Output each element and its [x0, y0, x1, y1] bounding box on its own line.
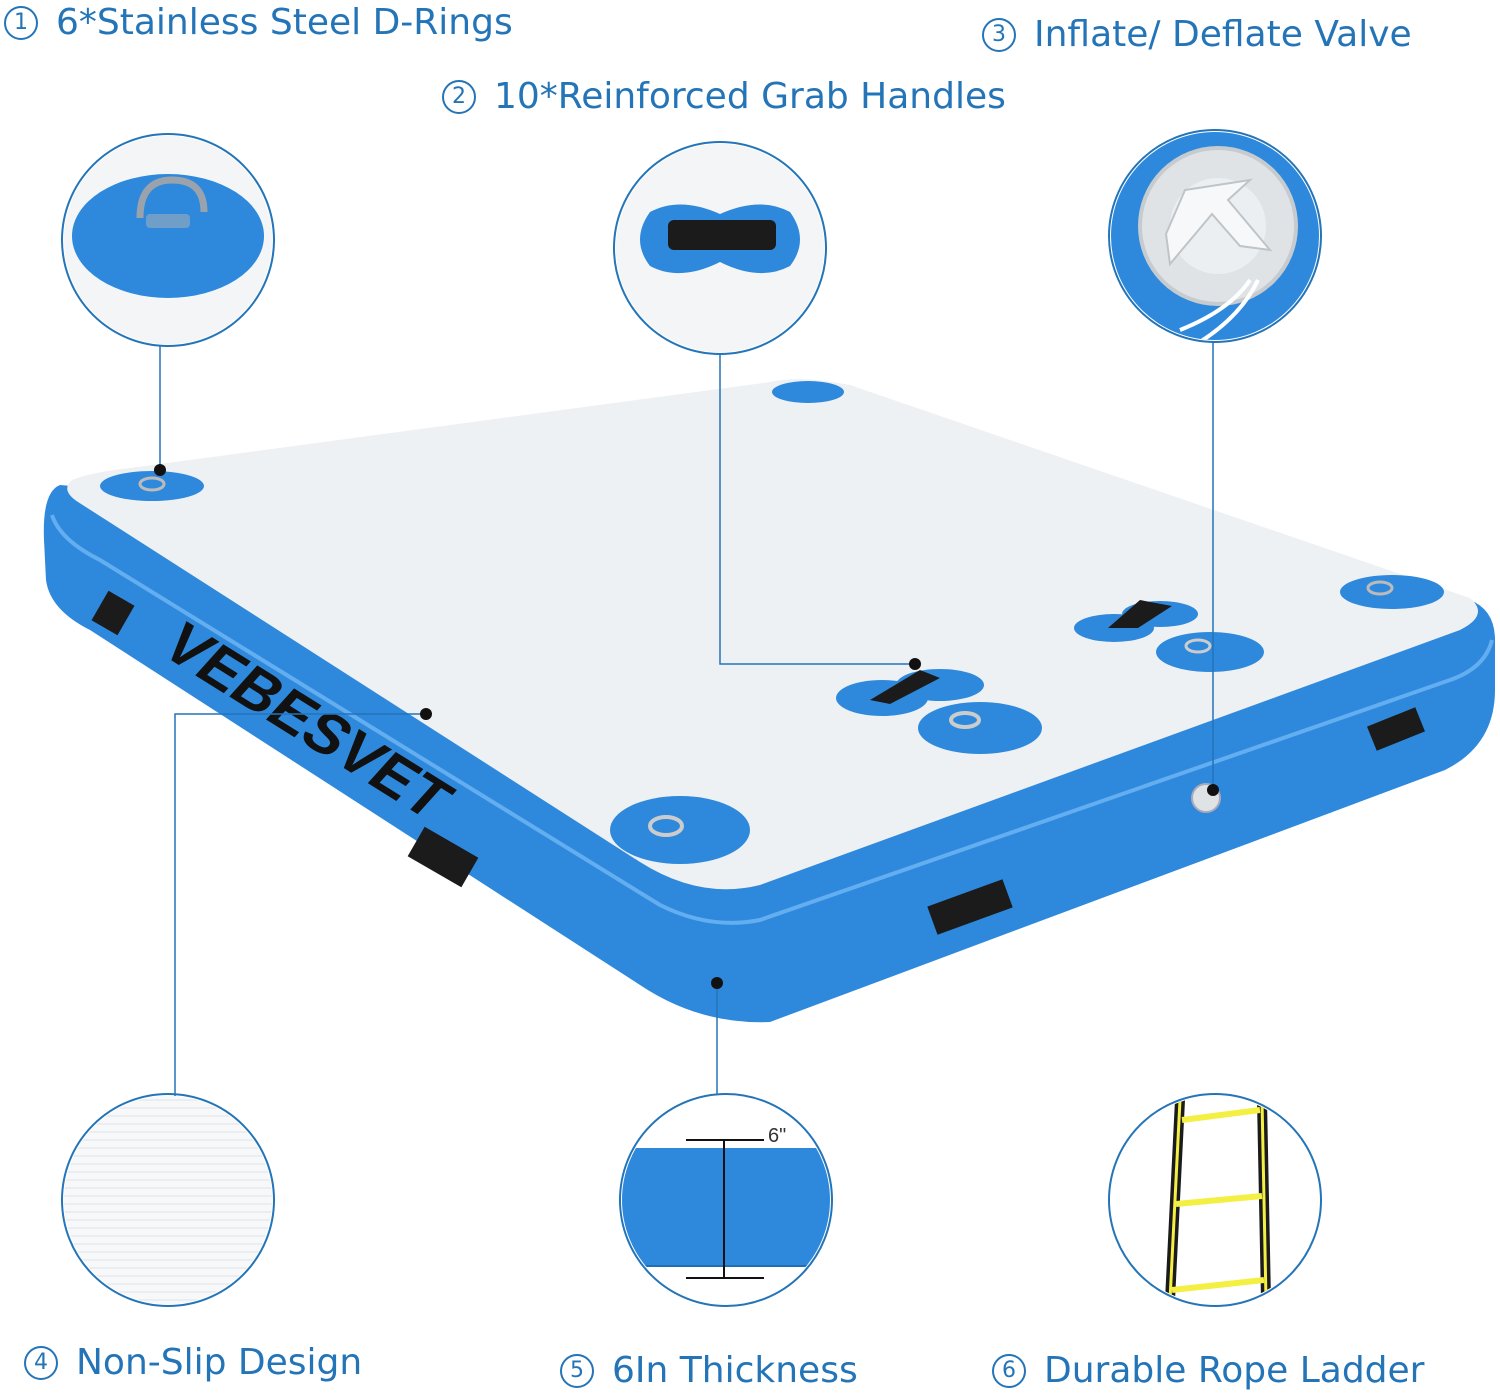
- feature-label-grab-handles: 2 10*Reinforced Grab Handles: [442, 76, 1006, 117]
- feature-text-d-rings: 6*Stainless Steel D-Rings: [56, 2, 513, 43]
- handle-strap: [870, 670, 940, 704]
- d-ring-icon: [949, 711, 981, 729]
- inflatable-platform: VEBESVET: [43, 379, 1495, 1023]
- handle-strap: [1108, 600, 1172, 628]
- leader-dots: [154, 464, 1219, 989]
- detail-non-slip: [61, 1093, 275, 1307]
- leader-dot: [909, 658, 921, 670]
- d-ring-pad: [1340, 575, 1444, 609]
- feature-label-ladder: 6 Durable Rope Ladder: [992, 1350, 1424, 1391]
- detail-rope-ladder: [1108, 1093, 1322, 1307]
- d-ring-pad: [918, 702, 1042, 754]
- side-handle: [91, 590, 135, 636]
- side-handle: [1367, 707, 1425, 751]
- leader-line-handles: [719, 354, 915, 665]
- feature-label-d-rings: 1 6*Stainless Steel D-Rings: [4, 2, 513, 43]
- side-handle: [407, 826, 479, 888]
- leader-dot: [154, 464, 166, 476]
- platform-seam: [50, 514, 1494, 925]
- detail-thickness: 6": [619, 1093, 833, 1307]
- detail-valve: [1108, 129, 1322, 343]
- feature-number-6: 6: [992, 1353, 1026, 1388]
- feature-label-valve: 3 Inflate/ Deflate Valve: [982, 14, 1412, 55]
- feature-number-4: 4: [24, 1345, 58, 1380]
- d-ring-icon: [1366, 580, 1394, 596]
- d-ring-pad: [100, 471, 204, 501]
- leader-lines: [159, 342, 1214, 1096]
- detail-grab-handle: [613, 141, 827, 355]
- side-handle: [927, 879, 1013, 935]
- feature-text-grab-handles: 10*Reinforced Grab Handles: [494, 76, 1006, 117]
- leader-dot: [1207, 784, 1219, 796]
- feature-number-3: 3: [982, 17, 1016, 52]
- feature-label-non-slip: 4 Non-Slip Design: [24, 1342, 362, 1383]
- d-ring-icon: [1184, 638, 1212, 654]
- feature-text-valve: Inflate/ Deflate Valve: [1034, 14, 1412, 55]
- feature-number-1: 1: [4, 5, 38, 40]
- leader-line-non-slip: [174, 713, 426, 1096]
- feature-text-thickness: 6In Thickness: [612, 1350, 858, 1391]
- platform-deck: [67, 379, 1479, 890]
- feature-text-non-slip: Non-Slip Design: [76, 1342, 363, 1383]
- detail-d-ring: [61, 133, 275, 347]
- d-ring-pad: [772, 381, 844, 403]
- leader-dot: [711, 977, 723, 989]
- feature-number-5: 5: [560, 1353, 594, 1388]
- feature-label-thickness: 5 6In Thickness: [560, 1350, 858, 1391]
- leader-dot: [420, 708, 432, 720]
- thickness-mark: 6": [768, 1125, 786, 1147]
- feature-number-2: 2: [442, 79, 476, 114]
- feature-text-ladder: Durable Rope Ladder: [1044, 1350, 1425, 1391]
- d-ring-pad: [1156, 632, 1264, 672]
- d-ring-icon: [648, 815, 684, 837]
- d-ring-icon: [138, 476, 166, 492]
